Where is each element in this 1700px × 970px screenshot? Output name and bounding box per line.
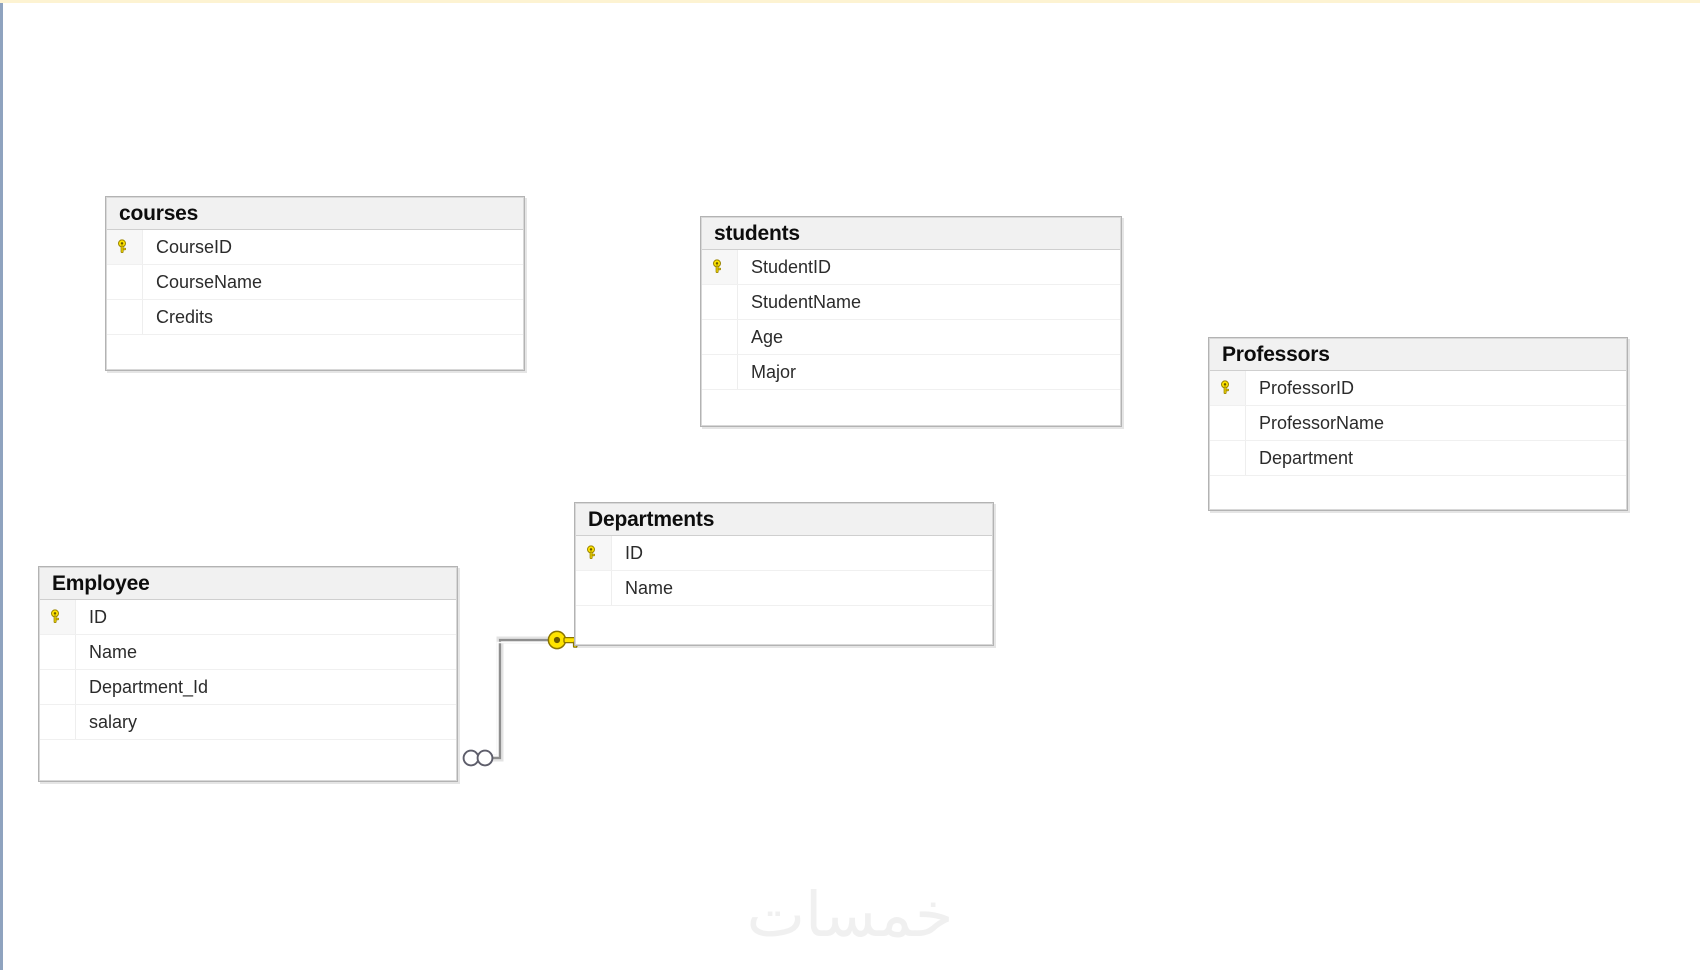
entity-field-row[interactable]: Age	[702, 319, 1120, 355]
entity-field-row[interactable]: ProfessorID	[1210, 370, 1626, 406]
entity-field-row[interactable]: Name	[40, 634, 456, 670]
field-gutter	[1210, 440, 1246, 475]
primary-key-icon	[587, 545, 595, 560]
field-name: ID	[625, 542, 643, 563]
entity-field-row[interactable]: Major	[702, 354, 1120, 390]
field-name: ID	[89, 606, 107, 627]
primary-key-gutter	[1210, 370, 1246, 405]
field-name: ProfessorID	[1259, 377, 1355, 398]
field-gutter	[702, 354, 738, 389]
entity-field-row[interactable]: Credits	[107, 299, 523, 335]
primary-key-icon	[1221, 380, 1229, 395]
primary-key-icon	[118, 239, 126, 254]
canvas-top-edge	[0, 0, 1700, 3]
canvas-left-edge	[0, 3, 3, 970]
field-name: Credits	[156, 306, 214, 327]
entity-title-students[interactable]: students	[702, 218, 1120, 250]
field-name: Major	[751, 361, 797, 382]
field-gutter	[1210, 405, 1246, 440]
entity-title-employee[interactable]: Employee	[40, 568, 456, 600]
entity-field-row[interactable]: ProfessorName	[1210, 405, 1626, 441]
field-gutter	[40, 669, 76, 704]
entity-field-row[interactable]: ID	[576, 535, 992, 571]
field-gutter	[576, 570, 612, 605]
field-gutter	[702, 284, 738, 319]
primary-key-gutter	[40, 599, 76, 634]
field-name: ProfessorName	[1259, 412, 1385, 433]
field-gutter	[107, 299, 143, 334]
field-name: CourseID	[156, 236, 233, 257]
entity-title-courses[interactable]: courses	[107, 198, 523, 230]
entity-field-row[interactable]: Department_Id	[40, 669, 456, 705]
primary-key-icon	[51, 609, 59, 624]
entity-title-professors[interactable]: Professors	[1210, 339, 1626, 371]
field-name: Age	[751, 326, 784, 347]
field-gutter	[107, 264, 143, 299]
entity-field-row[interactable]: Department	[1210, 440, 1626, 476]
field-gutter	[702, 319, 738, 354]
field-gutter	[40, 704, 76, 739]
entity-field-row[interactable]: StudentName	[702, 284, 1120, 320]
primary-key-gutter	[576, 535, 612, 570]
entity-empty-area[interactable]	[576, 605, 992, 644]
entity-empty-area[interactable]	[40, 739, 456, 780]
entity-fields-departments: ID Name	[576, 535, 992, 644]
entity-empty-area[interactable]	[107, 334, 523, 369]
field-name: Name	[625, 577, 674, 598]
cardinality-many-infinity-icon	[462, 749, 494, 767]
primary-key-gutter	[702, 249, 738, 284]
entity-field-row[interactable]: CourseID	[107, 229, 523, 265]
site-watermark: خمسات	[746, 878, 954, 951]
primary-key-icon	[713, 259, 721, 274]
field-name: CourseName	[156, 271, 263, 292]
entity-field-row[interactable]: StudentID	[702, 249, 1120, 285]
entity-field-row[interactable]: Name	[576, 570, 992, 606]
entity-field-row[interactable]: CourseName	[107, 264, 523, 300]
entity-empty-area[interactable]	[702, 389, 1120, 425]
field-name: StudentID	[751, 256, 832, 277]
field-name: salary	[89, 711, 138, 732]
entity-field-row[interactable]: salary	[40, 704, 456, 740]
primary-key-gutter	[107, 229, 143, 264]
entity-empty-area[interactable]	[1210, 475, 1626, 509]
field-name: StudentName	[751, 291, 862, 312]
relationship-employee-departments	[462, 630, 582, 767]
entity-field-row[interactable]: ID	[40, 599, 456, 635]
field-name: Name	[89, 641, 138, 662]
field-name: Department_Id	[89, 676, 209, 697]
field-gutter	[40, 634, 76, 669]
entity-title-departments[interactable]: Departments	[576, 504, 992, 536]
field-name: Department	[1259, 447, 1354, 468]
